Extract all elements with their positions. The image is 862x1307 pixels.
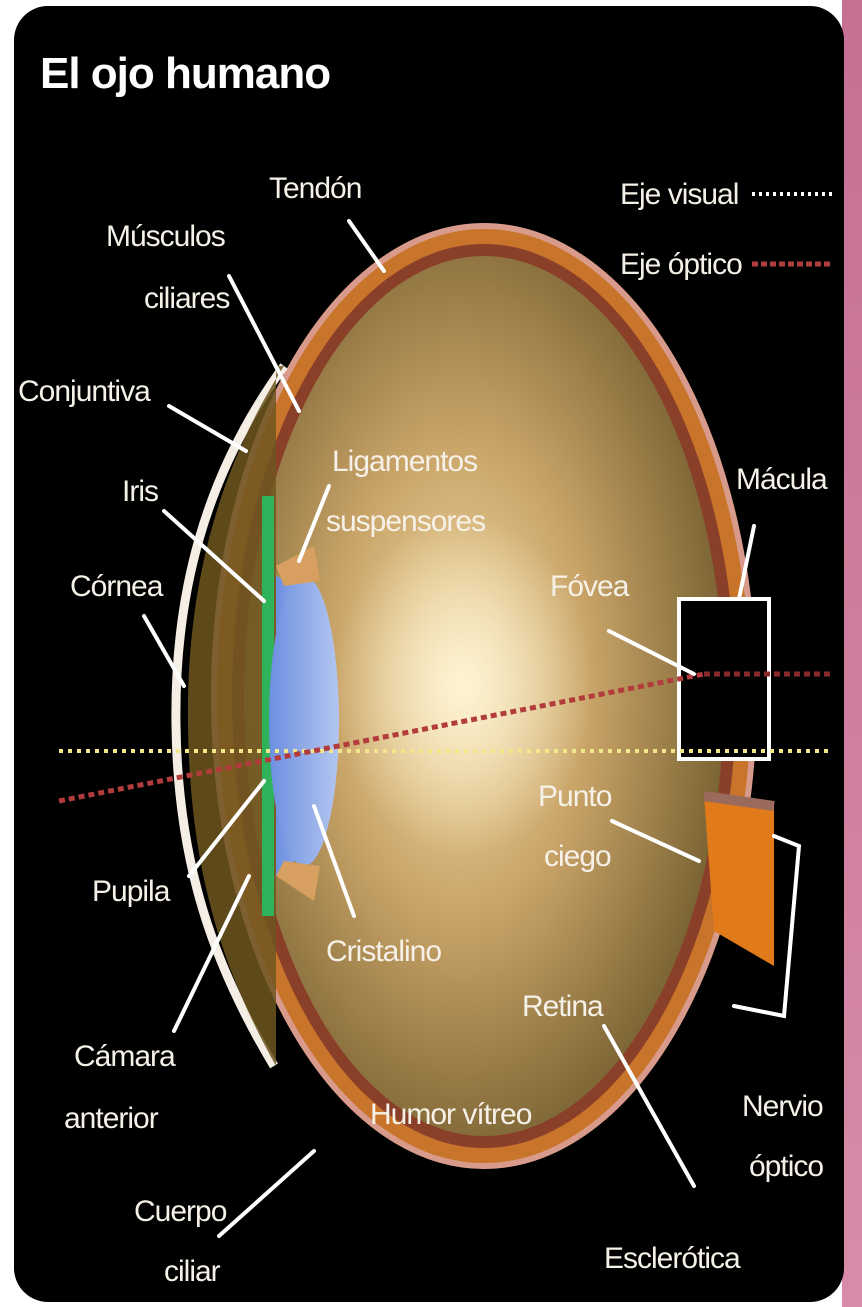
label-anterior-chamber-1: Cámara: [74, 1040, 176, 1073]
label-vitreous: Humor vítreo: [370, 1098, 532, 1131]
label-ciliary-body-1: Cuerpo: [134, 1195, 227, 1228]
diagram-card: El ojo humano Eje visual Eje óptico Tend…: [14, 6, 844, 1302]
label-anterior-chamber-2: anterior: [64, 1102, 159, 1135]
label-blind-spot-1: Punto: [538, 780, 612, 813]
label-conjunctiva: Conjuntiva: [18, 375, 151, 408]
label-cornea: Córnea: [70, 570, 164, 603]
label-ligaments-2: suspensores: [326, 505, 485, 538]
macula-box: [679, 599, 769, 759]
label-lens: Cristalino: [326, 935, 441, 968]
eye-diagram: El ojo humano Eje visual Eje óptico Tend…: [14, 6, 844, 1302]
label-ligaments-1: Ligamentos: [332, 445, 477, 478]
lens-body: [269, 576, 339, 866]
label-retina: Retina: [522, 990, 604, 1023]
label-fovea: Fóvea: [550, 570, 630, 603]
label-ciliary-body-2: ciliar: [164, 1255, 221, 1288]
label-iris: Iris: [122, 475, 158, 508]
label-optic-nerve-2: óptico: [749, 1150, 823, 1183]
leader-tendon: [349, 221, 384, 271]
decorative-strip: [842, 0, 862, 1307]
label-macula: Mácula: [736, 463, 828, 496]
label-ciliary-muscles-2: ciliares: [144, 282, 229, 315]
leader-conjunctiva: [169, 406, 246, 451]
label-pupil: Pupila: [92, 875, 171, 908]
label-tendon: Tendón: [269, 172, 361, 205]
legend-visual-axis: Eje visual: [620, 178, 738, 211]
label-optic-nerve-1: Nervio: [742, 1090, 823, 1123]
label-blind-spot-2: ciego: [544, 840, 611, 873]
label-sclera: Esclerótica: [604, 1242, 741, 1275]
legend-optical-axis: Eje óptico: [620, 248, 742, 281]
leader-ciliary-body: [219, 1151, 314, 1236]
page-title: El ojo humano: [40, 49, 330, 98]
label-ciliary-muscles-1: Músculos: [106, 220, 225, 253]
